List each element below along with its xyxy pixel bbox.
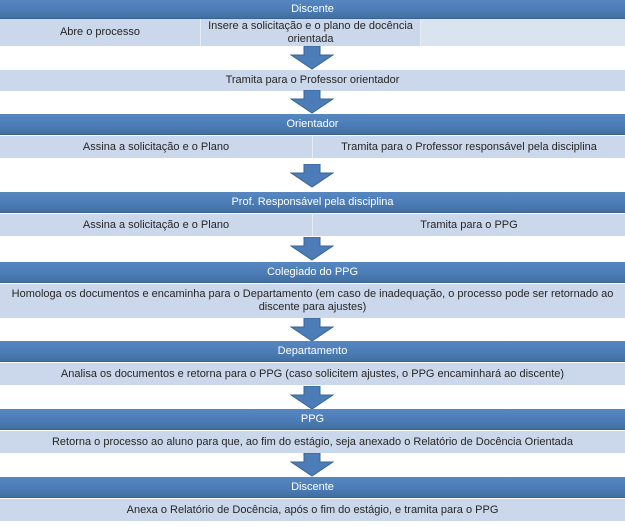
task-text: Homologa os documentos e encaminha para … xyxy=(11,288,614,313)
down-arrow-icon xyxy=(290,318,334,342)
stage-header-prof-responsavel: Prof. Responsável pela disciplina xyxy=(0,192,625,213)
down-arrow-icon xyxy=(290,386,334,410)
stage-header-ppg: PPG xyxy=(0,409,625,430)
task-row-anexa-relatorio: Anexa o Relatório de Docência, após o fi… xyxy=(0,499,625,521)
task-row-discente: Abre o processo Insere a solicitação e o… xyxy=(0,19,625,46)
down-arrow-icon xyxy=(290,46,334,70)
task-cell-assina: Assina a solicitação e o Plano xyxy=(82,140,230,153)
task-cell-insere-solicitacao: Insere a solicitação e o plano de docênc… xyxy=(200,19,420,46)
task-row-prof-responsavel: Assina a solicitação e o Plano Tramita p… xyxy=(0,214,625,236)
stage-title: Orientador xyxy=(286,118,339,130)
stage-header-discente-final: Discente xyxy=(0,477,625,498)
stage-title: Discente xyxy=(291,3,334,15)
task-text: Analisa os documentos e retorna para o P… xyxy=(60,367,565,380)
down-arrow-icon xyxy=(290,164,334,188)
task-row-departamento: Analisa os documentos e retorna para o P… xyxy=(0,363,625,385)
task-text: Tramita para o Professor orientador xyxy=(225,74,400,86)
stage-header-colegiado-ppg: Colegiado do PPG xyxy=(0,262,625,283)
task-row-tramita-orientador: Tramita para o Professor orientador xyxy=(0,70,625,91)
stage-title: Departamento xyxy=(277,345,348,357)
task-row-orientador: Assina a solicitação e o Plano Tramita p… xyxy=(0,136,625,158)
stage-title: PPG xyxy=(300,413,325,425)
down-arrow-icon xyxy=(290,453,334,477)
task-row-colegiado: Homologa os documentos e encaminha para … xyxy=(0,284,625,318)
stage-title: Prof. Responsável pela disciplina xyxy=(231,196,394,208)
down-arrow-icon xyxy=(290,237,334,261)
stage-header-orientador: Orientador xyxy=(0,114,625,135)
stage-header-discente: Discente xyxy=(0,0,625,19)
task-text: Anexa o Relatório de Docência, após o fi… xyxy=(126,503,499,516)
task-cell-tramita-responsavel: Tramita para o Professor responsável pel… xyxy=(312,136,625,158)
task-cell-tramita-ppg: Tramita para o PPG xyxy=(312,214,625,236)
task-text: Retorna o processo ao aluno para que, ao… xyxy=(51,435,573,448)
task-cell-empty xyxy=(420,19,625,46)
task-row-ppg: Retorna o processo ao aluno para que, ao… xyxy=(0,431,625,453)
down-arrow-icon xyxy=(290,90,334,114)
stage-header-departamento: Departamento xyxy=(0,341,625,362)
task-cell-assina: Assina a solicitação e o Plano xyxy=(82,218,230,231)
task-cell-abre-processo: Abre o processo xyxy=(59,26,141,38)
stage-title: Colegiado do PPG xyxy=(266,266,359,278)
stage-title: Discente xyxy=(291,481,334,493)
